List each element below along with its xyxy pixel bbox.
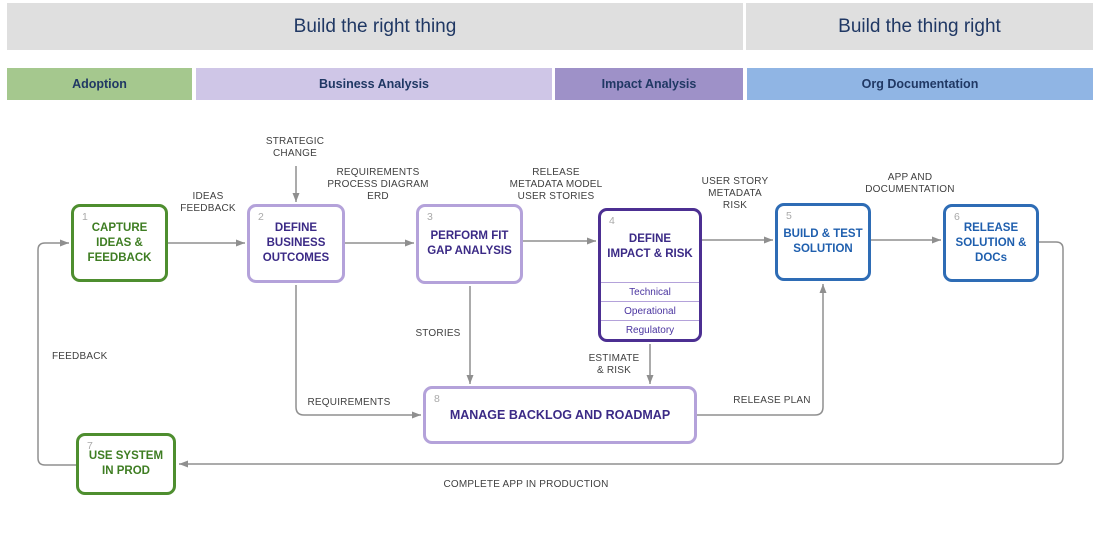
node-title-line: IDEAS & [96, 236, 143, 249]
node-define-impact-risk: 4 DEFINE IMPACT & RISK Technical Operati… [598, 208, 702, 342]
node-title-line: BUILD & TEST [783, 228, 863, 240]
node-title-line: IN PROD [102, 465, 150, 477]
node-title-line: DEFINE [274, 222, 318, 234]
node-number: 6 [954, 211, 960, 223]
node-title: DEFINE IMPACT & RISK [601, 211, 699, 282]
phase-header-build-thing-right: Build the thing right [746, 3, 1093, 50]
risk-row-technical: Technical [601, 282, 699, 301]
node-title-line: MANAGE BACKLOG AND ROADMAP [449, 407, 671, 422]
node-number: 2 [258, 211, 264, 223]
node-number: 1 [82, 211, 88, 223]
node-title-line: BUSINESS [266, 237, 326, 249]
risk-row-regulatory: Regulatory [601, 320, 699, 339]
edge-label-release-metadata-stories: RELEASE METADATA MODEL USER STORIES [509, 167, 603, 202]
node-title-line: RELEASE [963, 221, 1019, 234]
node-title-line: FEEDBACK [87, 251, 152, 264]
edge-label-app-and-documentation: APP AND DOCUMENTATION [865, 172, 955, 195]
node-manage-backlog-roadmap: 8 MANAGE BACKLOG AND ROADMAP [423, 386, 697, 444]
node-title-line: IMPACT & RISK [607, 247, 693, 260]
edge-label-feedback: FEEDBACK [52, 351, 108, 362]
node-number: 7 [87, 440, 93, 452]
node-title-line: CAPTURE [91, 221, 148, 234]
edge-label-requirements-process-erd: REQUIREMENTS PROCESS DIAGRAM ERD [327, 167, 429, 202]
edge-label-ideas-feedback: IDEAS FEEDBACK [180, 191, 236, 214]
node-title-line: DEFINE [628, 232, 672, 245]
edge-label-strategic-change: STRATEGIC CHANGE [265, 136, 325, 159]
node-number: 8 [434, 393, 440, 405]
node-title-line: SOLUTION & [955, 236, 1027, 249]
node-title-line: SOLUTION [793, 243, 853, 255]
edge-label-requirements: REQUIREMENTS [307, 397, 391, 408]
node-number: 4 [609, 215, 615, 227]
node-build-test-solution: 5 BUILD & TEST SOLUTION [775, 203, 871, 281]
edge-label-stories: STORIES [415, 328, 461, 339]
edge-label-complete-app-in-production: COMPLETE APP IN PRODUCTION [443, 479, 609, 490]
edge-label-estimate-risk: ESTIMATE & RISK [588, 353, 640, 376]
node-title-line: DOCs [975, 251, 1007, 264]
node-title-line: PERFORM FIT [430, 230, 509, 242]
node-perform-fit-gap-analysis: 3 PERFORM FIT GAP ANALYSIS [416, 204, 523, 284]
edge-backlog-to-build [697, 284, 827, 416]
node-release-solution-docs: 6 RELEASE SOLUTION & DOCs [943, 204, 1039, 282]
edge-usesystem-to-capture [37, 239, 76, 466]
edge-label-release-plan: RELEASE PLAN [733, 395, 811, 406]
edge-outcomes-to-backlog [295, 285, 421, 419]
risk-row-operational: Operational [601, 301, 699, 320]
node-number: 5 [786, 210, 792, 222]
lane-business-analysis: Business Analysis [196, 68, 552, 100]
node-title-line: GAP ANALYSIS [427, 245, 512, 257]
phase-header-build-right-thing: Build the right thing [7, 3, 743, 50]
node-capture-ideas-feedback: 1 CAPTURE IDEAS & FEEDBACK [71, 204, 168, 282]
lane-adoption: Adoption [7, 68, 192, 100]
edge-release-to-usesystem [179, 241, 1064, 468]
node-title-line: OUTCOMES [262, 252, 330, 264]
node-define-business-outcomes: 2 DEFINE BUSINESS OUTCOMES [247, 204, 345, 283]
lane-org-documentation: Org Documentation [747, 68, 1093, 100]
lane-impact-analysis: Impact Analysis [555, 68, 743, 100]
node-number: 3 [427, 211, 433, 223]
node-use-system-in-prod: 7 USE SYSTEM IN PROD [76, 433, 176, 495]
node-title-line: USE SYSTEM [88, 450, 164, 462]
edge-label-user-story-metadata-risk: USER STORY METADATA RISK [701, 176, 769, 211]
